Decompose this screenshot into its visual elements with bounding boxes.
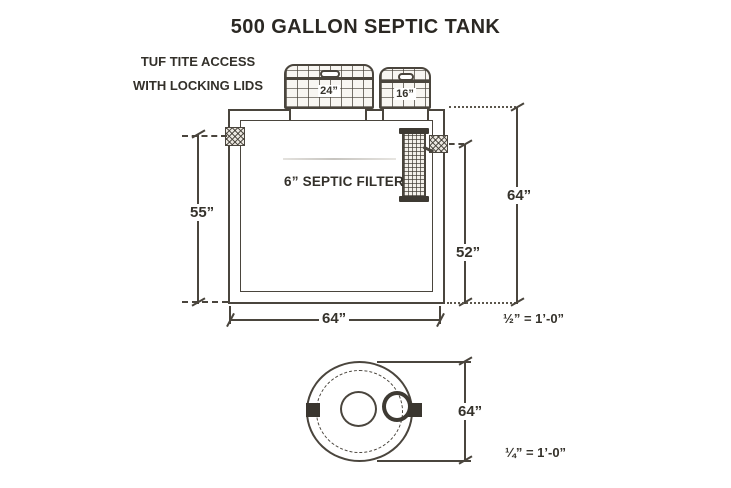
access-lid-large: 24” xyxy=(284,64,374,109)
dim-52-extension-top xyxy=(449,143,464,145)
dim-64-height-label: 64” xyxy=(504,187,535,204)
plan-access-opening-large xyxy=(340,391,377,427)
plan-inlet-tab xyxy=(306,403,320,417)
plan-view-scale: ¼” = 1’-0” xyxy=(505,445,567,460)
plan-dim-64-label: 64” xyxy=(455,403,486,420)
dim-64h-extension-bottom xyxy=(447,302,516,304)
dim-55-extension-bottom xyxy=(182,301,228,303)
lid-handle-icon xyxy=(398,73,414,81)
dim-55-label: 55” xyxy=(187,204,218,221)
dim-64-width-label: 64” xyxy=(319,310,350,327)
plan-dim-extension-top xyxy=(377,361,471,363)
water-line xyxy=(283,158,396,160)
septic-filter xyxy=(402,132,426,198)
plan-outlet-tab xyxy=(408,403,422,417)
lid-lip xyxy=(286,77,372,80)
lid-handle-icon xyxy=(320,70,340,78)
dim-64w-extension-right xyxy=(439,306,441,324)
plan-dim-extension-bottom xyxy=(377,460,471,462)
filter-label: 6” SEPTIC FILTER xyxy=(284,174,404,189)
inlet-pipe xyxy=(225,127,245,146)
access-note: TUF TITE ACCESS WITH LOCKING LIDS xyxy=(128,50,268,98)
filter-cap-bottom xyxy=(399,196,429,202)
filter-cap-top xyxy=(399,128,429,134)
access-note-line2: WITH LOCKING LIDS xyxy=(133,78,263,93)
diagram-title: 500 GALLON SEPTIC TANK xyxy=(230,16,501,38)
access-lid-small: 16” xyxy=(379,67,431,109)
lid-small-label: 16” xyxy=(394,88,416,100)
tank-inner-wall xyxy=(240,120,433,292)
outlet-pipe xyxy=(429,135,448,153)
dim-64h-extension-top xyxy=(449,106,516,108)
lid-large-label: 24” xyxy=(318,85,340,97)
dim-64h-line xyxy=(516,107,518,304)
dim-55-extension-top xyxy=(182,135,227,137)
lid-lip xyxy=(381,80,429,83)
dim-64w-extension-left xyxy=(229,306,231,324)
side-view-scale: ½” = 1’-0” xyxy=(503,311,565,326)
dim-52-line xyxy=(464,144,466,304)
dim-52-label: 52” xyxy=(453,244,484,261)
access-note-line1: TUF TITE ACCESS xyxy=(140,54,256,69)
